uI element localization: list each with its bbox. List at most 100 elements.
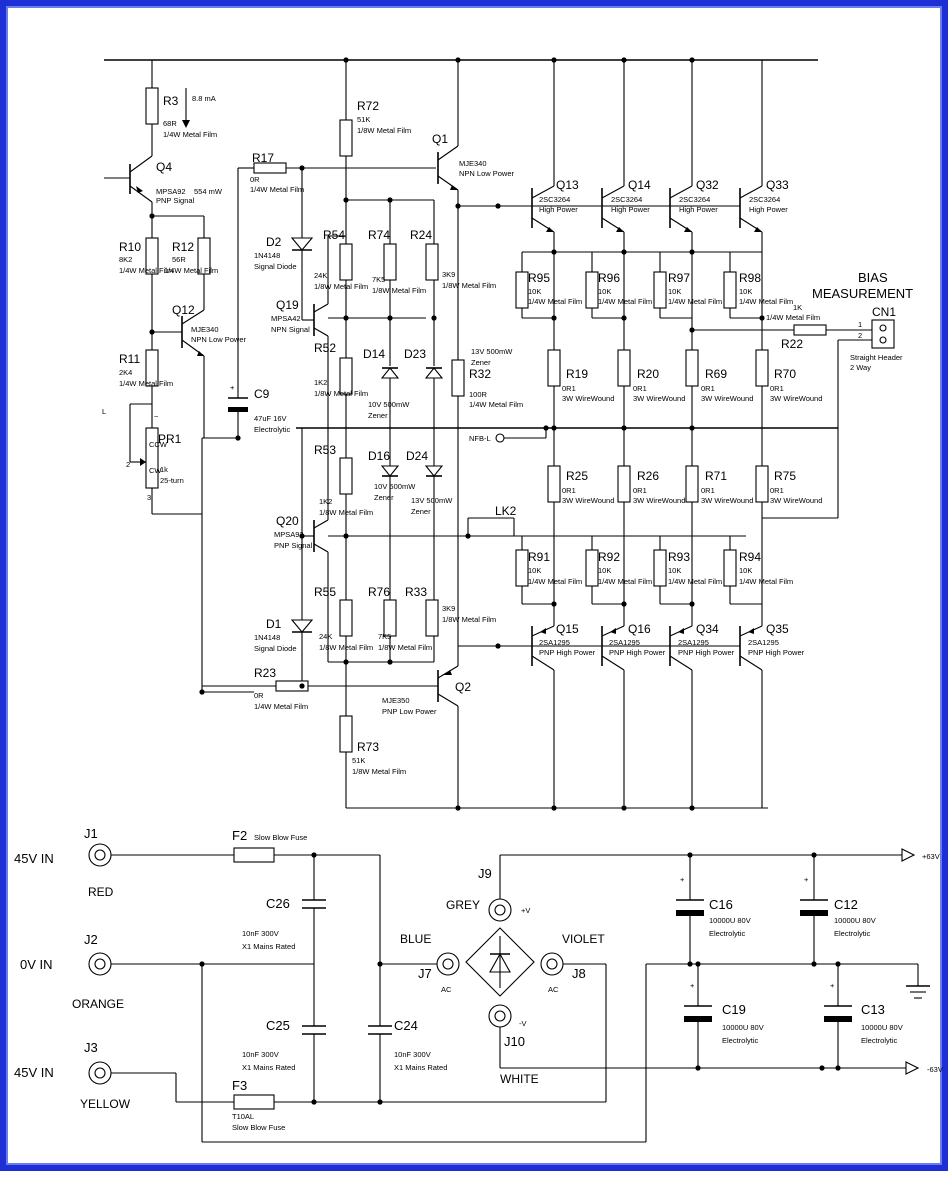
label-c19v1: 10000U 80V (722, 1023, 764, 1032)
label-r93v2: 1/4W Metal Film (668, 577, 722, 586)
label-r22: R22 (781, 337, 803, 351)
label-q32v2: High Power (679, 205, 718, 214)
svg-text:+: + (830, 981, 835, 990)
label-r76: R76 (368, 585, 390, 599)
label-d23: D23 (404, 347, 426, 361)
label-q34v2: PNP High Power (678, 648, 735, 657)
junction-dot (311, 852, 317, 858)
label-q12v1: MJE340 (191, 325, 219, 334)
junction-dot (811, 961, 817, 967)
label-r72v1: 51K (357, 115, 370, 124)
label-m63: -63V (927, 1065, 943, 1074)
label-q16: Q16 (628, 622, 651, 636)
label-pr1ccw: CCW (149, 440, 168, 449)
label-r25v2: 3W WireWound (562, 496, 614, 505)
label-r3: R3 (163, 94, 179, 108)
junction-dot (621, 249, 627, 255)
label-q1v1: MJE340 (459, 159, 487, 168)
label-blue: BLUE (400, 932, 431, 946)
label-r94v2: 1/4W Metal Film (739, 577, 793, 586)
label-r23v2: 1/4W Metal Film (254, 702, 308, 711)
label-c24v1: 10nF 300V (394, 1050, 431, 1059)
junction-dot (387, 315, 393, 321)
label-r32v1: 100R (469, 390, 488, 399)
label-d14: D14 (363, 347, 385, 361)
label-d1v2: Signal Diode (254, 644, 297, 653)
svg-text:+: + (680, 875, 685, 884)
junction-dot (689, 327, 695, 333)
label-violet: VIOLET (562, 932, 605, 946)
label-c13v2: Electrolytic (861, 1036, 898, 1045)
label-r97v1: 10K (668, 287, 681, 296)
label-c9v2: Electrolytic (254, 425, 291, 434)
label-r75v2: 3W WireWound (770, 496, 822, 505)
label-c16v2: Electrolytic (709, 929, 746, 938)
label-zv1: 13V 500mW (471, 347, 513, 356)
label-r26v2: 3W WireWound (633, 496, 685, 505)
label-r74: R74 (368, 228, 390, 242)
label-q14: Q14 (628, 178, 651, 192)
label-0v: 0V IN (20, 957, 53, 972)
label-c24v2: X1 Mains Rated (394, 1063, 447, 1072)
label-d16v2: Zener (374, 493, 394, 502)
svg-text:+: + (230, 383, 235, 392)
label-pr1: PR1 (158, 432, 182, 446)
label-r98v1: 10K (739, 287, 752, 296)
label-q1v2: NPN Low Power (459, 169, 515, 178)
label-d16: D16 (368, 449, 390, 463)
label-r19v1: 0R1 (562, 384, 576, 393)
label-d2v2: Signal Diode (254, 262, 297, 271)
label-q35: Q35 (766, 622, 789, 636)
label-r10v1: 8K2 (119, 255, 132, 264)
label-r98v2: 1/4W Metal Film (739, 297, 793, 306)
label-c19v2: Electrolytic (722, 1036, 759, 1045)
junction-dot (551, 57, 557, 63)
label-c12v2: Electrolytic (834, 929, 871, 938)
label-r26: R26 (637, 469, 659, 483)
bias-title-line1: BIAS (858, 270, 888, 285)
label-45v2: 45V IN (14, 1065, 54, 1080)
label-r75: R75 (774, 469, 796, 483)
label-q12v2: NPN Low Power (191, 335, 247, 344)
label-grey: GREY (446, 898, 480, 912)
label-r71v1: 0R1 (701, 486, 715, 495)
label-q20v1: MPSA92 (274, 530, 304, 539)
label-r92v1: 10K (598, 566, 611, 575)
label-pr1v1: 1k (160, 465, 168, 474)
label-r24: R24 (410, 228, 432, 242)
label-r33: R33 (405, 585, 427, 599)
junction-dot (387, 197, 393, 203)
label-r72: R72 (357, 99, 379, 113)
junction-dot (149, 329, 155, 335)
label-j1: J1 (84, 826, 98, 841)
label-c19: C19 (722, 1002, 746, 1017)
label-acl: AC (441, 985, 452, 994)
label-q16v1: 2SA1295 (609, 638, 640, 647)
junction-dot (695, 961, 701, 967)
label-c24: C24 (394, 1018, 418, 1033)
label-q20v2: PNP Signal (274, 541, 313, 550)
label-r74v2: 1/8W Metal Film (372, 286, 426, 295)
label-r24v2: 1/8W Metal Film (442, 281, 496, 290)
label-f3v1: T10AL (232, 1112, 254, 1121)
label-r97: R97 (668, 271, 690, 285)
label-d1v1: 1N4148 (254, 633, 280, 642)
label-r73v1: 51K (352, 756, 365, 765)
label-acr: AC (548, 985, 559, 994)
label-c16: C16 (709, 897, 733, 912)
junction-dot (695, 1065, 701, 1071)
label-c13: C13 (861, 1002, 885, 1017)
junction-dot (387, 659, 393, 665)
label-r26v1: 0R1 (633, 486, 647, 495)
junction-dot (811, 852, 817, 858)
label-r3v2: 1/4W Metal Film (163, 130, 217, 139)
label-r92: R92 (598, 550, 620, 564)
junction-dot (343, 315, 349, 321)
junction-dot (199, 961, 205, 967)
label-zv2: Zener (471, 358, 491, 367)
label-r11v1: 2K4 (119, 368, 132, 377)
label-f3: F3 (232, 1078, 247, 1093)
label-q33v1: 2SC3264 (749, 195, 780, 204)
label-q4v2: PNP Signal (156, 196, 195, 205)
label-r71v2: 3W WireWound (701, 496, 753, 505)
